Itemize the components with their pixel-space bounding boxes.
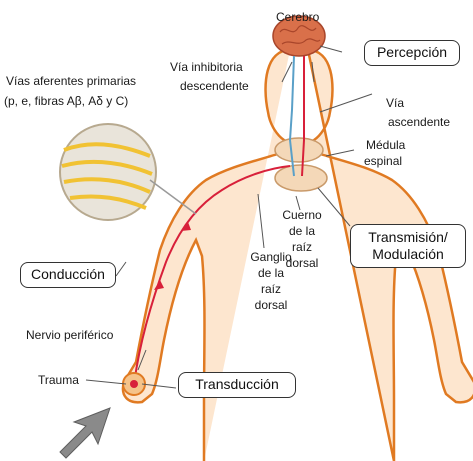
dorsal-horn-label-line2: de la [282,224,322,238]
inhibitory-pathway-label-line1: Vía inhibitoria [170,60,243,74]
dorsal-horn-label-line1: Cuerno [282,208,322,222]
dorsal-root-ganglion-label-line2: de la [246,266,296,280]
spinal-segment-upper [275,138,323,162]
brain-label: Cerebro [276,10,319,24]
trauma-label: Trauma [38,373,79,387]
ascending-pathway-label-line2: ascendente [388,115,450,129]
ascending-pathway-label-line1: Vía [386,96,404,110]
transduction-box: Transducción [178,372,296,398]
dorsal-root-ganglion-label-line1: Ganglio [246,250,296,264]
inhibitory-pathway-label-line2: descendente [180,79,249,93]
perception-box: Percepción [364,40,460,66]
spinal-cord-label-line2: espinal [364,154,402,168]
transmission-box-line2: Modulación [351,246,465,263]
trauma-point [130,380,138,388]
transmission-box-line1: Transmisión/ [351,229,465,246]
transmission-modulation-box: Transmisión/ Modulación [350,224,466,268]
spinal-segment-lower [275,165,327,191]
ascending-pathway [302,56,304,176]
trauma-arrow-icon [60,408,110,458]
afferent-pathways-label-line1: Vías aferentes primarias [6,74,136,88]
afferent-pathways-label-line2: (p, e, fibras Aβ, Aδ y C) [4,94,128,108]
dorsal-root-ganglion-label-line3: raíz [246,282,296,296]
peripheral-nerve-label: Nervio periférico [26,328,113,342]
conduction-box: Conducción [20,262,116,288]
spinal-cord-label-line1: Médula [366,138,405,152]
dorsal-root-ganglion-label-line4: dorsal [246,298,296,312]
